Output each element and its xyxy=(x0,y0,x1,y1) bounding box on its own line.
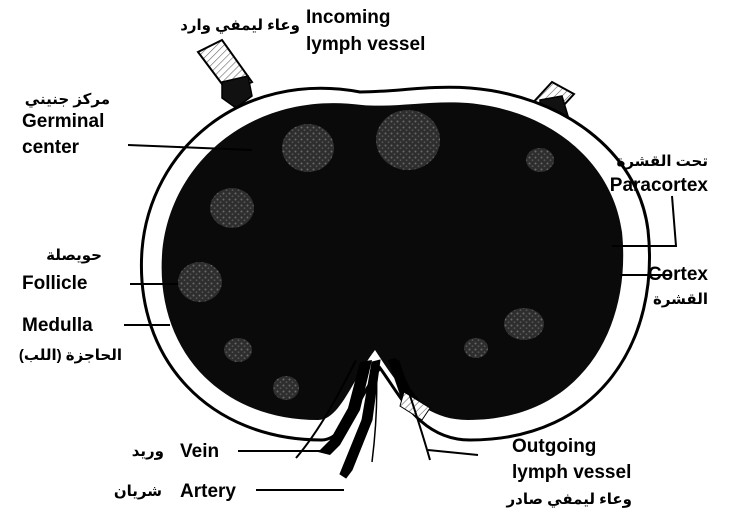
germinal-center xyxy=(282,124,334,172)
germinal-center xyxy=(210,188,254,228)
cortex-label-en: Cortex xyxy=(648,264,709,285)
germinal-center xyxy=(504,308,544,340)
outgoing-label-en-1: Outgoing xyxy=(512,436,596,457)
paracortex-label-en: Paracortex xyxy=(610,175,709,196)
incoming-label-en-2: lymph vessel xyxy=(306,34,425,55)
germinal-center xyxy=(178,262,222,302)
incoming-label-en-1: Incoming xyxy=(306,7,390,28)
follicle-label-en: Follicle xyxy=(22,273,87,294)
vein-label-en: Vein xyxy=(180,441,219,462)
germinal-center xyxy=(526,148,554,172)
follicle-label-ar: حويصلة xyxy=(46,247,102,264)
incoming-label-ar: وعاء ليمفي وارد xyxy=(180,17,300,34)
medulla-label-en: Medulla xyxy=(22,315,93,336)
germinal-center xyxy=(273,376,299,400)
germinal-label-ar: مركز جنيني xyxy=(25,91,110,108)
leader-outgoing xyxy=(428,450,478,455)
germinal-center xyxy=(224,338,252,362)
germinal-center xyxy=(464,338,488,358)
artery-label-en: Artery xyxy=(180,481,236,502)
paracortex-label-ar: تحت القشرة xyxy=(616,153,708,170)
germinal-center xyxy=(376,110,440,170)
incoming-lymph-vessel-left xyxy=(198,40,252,108)
germinal-label-en-2: center xyxy=(22,137,80,158)
outgoing-label-en-2: lymph vessel xyxy=(512,462,631,483)
germinal-label-en-1: Germinal xyxy=(22,111,104,132)
cortex-label-ar: القشرة xyxy=(653,291,708,308)
medulla-label-ar: الحاجزة (اللب) xyxy=(19,347,122,364)
outgoing-label-ar: وعاء ليمفي صادر xyxy=(506,491,632,508)
vein-label-ar: وريد xyxy=(132,443,164,460)
artery-label-ar: شريان xyxy=(114,483,162,500)
